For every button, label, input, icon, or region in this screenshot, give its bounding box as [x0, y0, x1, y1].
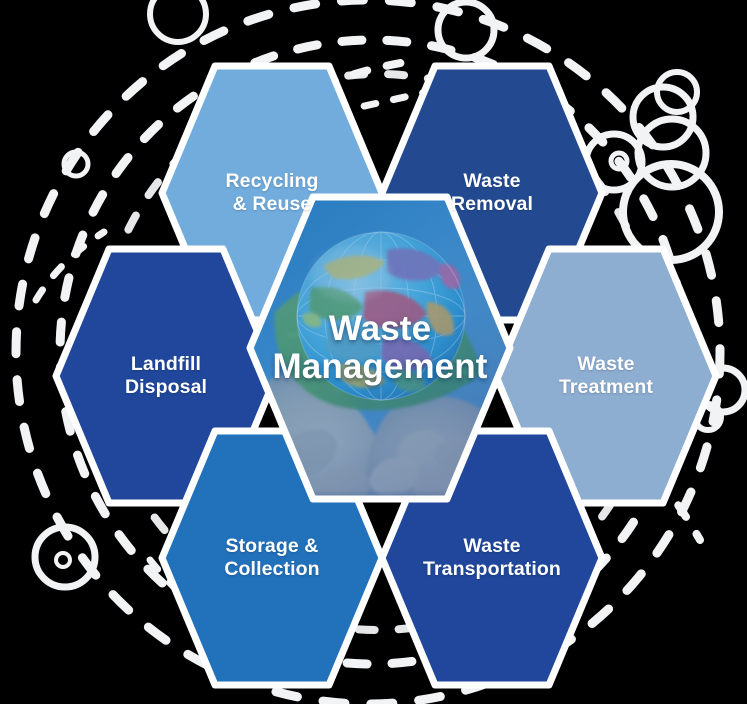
- center-hexagon-border: [246, 193, 514, 503]
- bubble-icon-top-center: [434, 0, 498, 62]
- bubble-icon-cluster-b: [629, 83, 697, 151]
- hexagon-center-waste-management[interactable]: Waste Management: [245, 192, 515, 504]
- bubble-icon-left-upper: [61, 149, 91, 179]
- dashed-circle-outer: [11, 0, 725, 704]
- bubble-icon-top-left: [147, 0, 209, 45]
- center-hexagon-photo: [246, 193, 514, 503]
- bubble-icon-left-lower: [31, 523, 99, 591]
- bubble-icon-cluster-f: [608, 150, 630, 172]
- bubble-icon-bottom-left: [54, 551, 72, 569]
- dash-arc-left-spray: [32, 228, 108, 304]
- bubble-icon-cluster-a: [654, 69, 700, 115]
